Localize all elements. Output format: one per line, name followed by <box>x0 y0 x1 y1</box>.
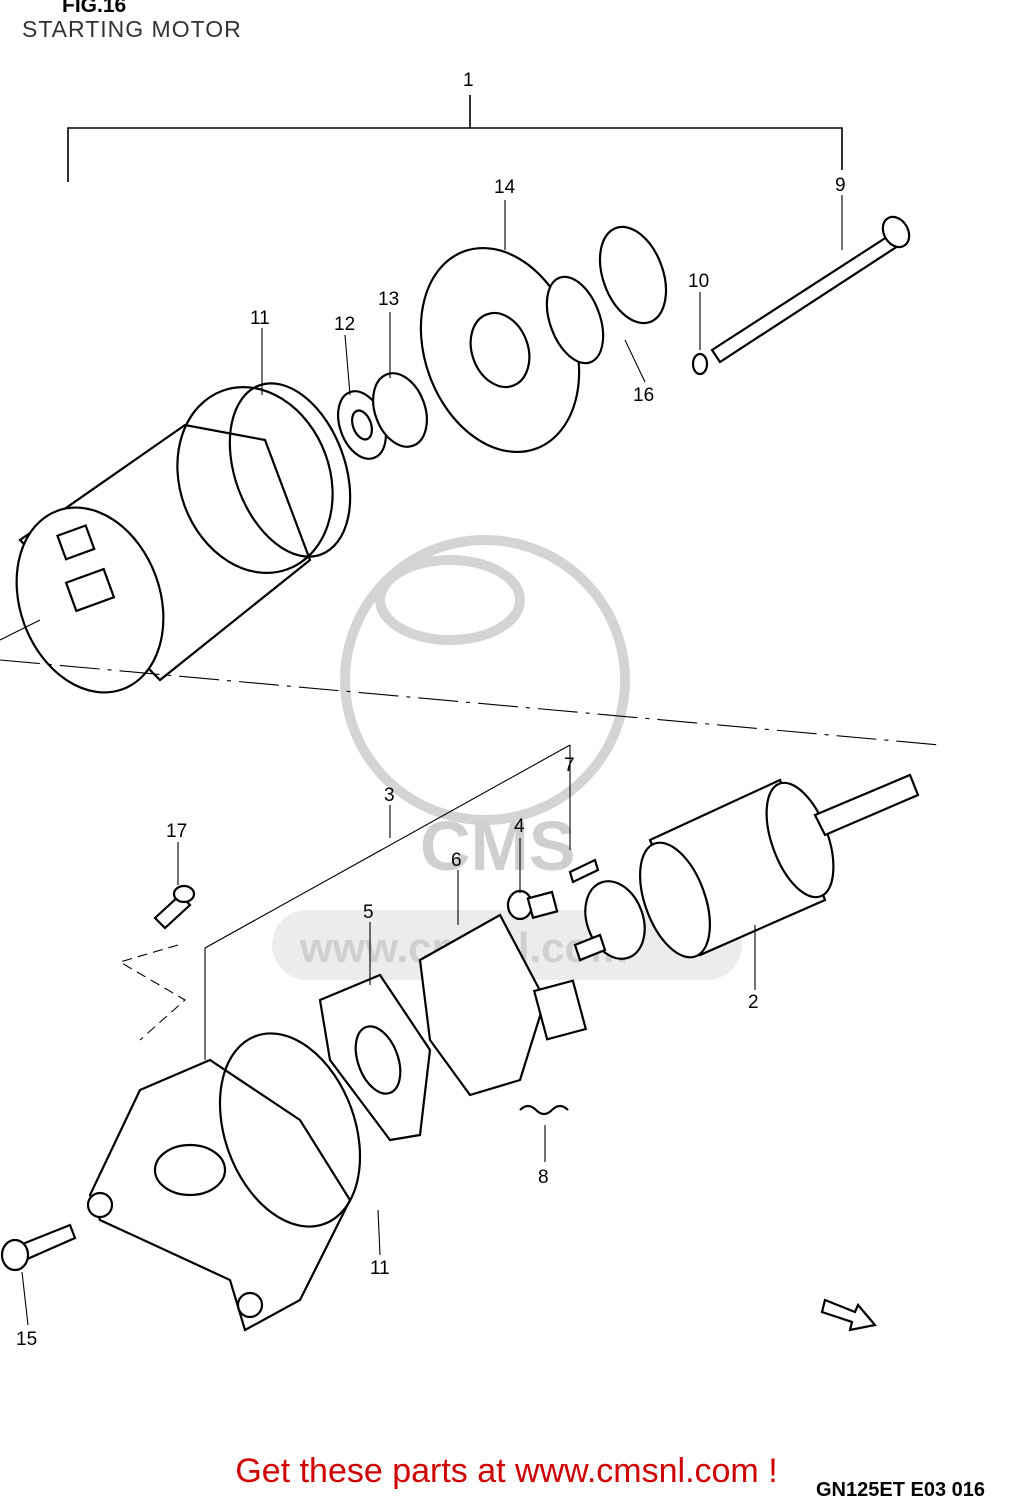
part-bolt-15 <box>0 1223 77 1272</box>
part-washer-10 <box>691 352 709 376</box>
bracket-1 <box>67 95 843 182</box>
callout-8: 8 <box>538 1167 549 1188</box>
bracket-3-line <box>204 744 571 1060</box>
part-end-cover <box>419 246 605 454</box>
watermark-goggle <box>375 555 525 645</box>
callout-16: 16 <box>633 385 654 406</box>
callout-5: 5 <box>363 902 374 923</box>
figure-number: FIG.16 <box>62 0 127 17</box>
reference-code: GN125ET E03 016 <box>816 1479 985 1501</box>
callout-14: 14 <box>494 177 516 198</box>
callout-13: 13 <box>378 289 399 310</box>
callout-3: 3 <box>384 785 395 806</box>
dashed-leader-17 <box>118 944 186 1041</box>
callout-10: 10 <box>688 271 709 292</box>
callout-1: 1 <box>463 70 474 91</box>
callout-6: 6 <box>451 850 462 871</box>
part-brush-4 <box>506 889 559 921</box>
callout-7: 7 <box>564 755 575 776</box>
part-armature <box>573 773 920 962</box>
get-parts-link[interactable]: Get these parts at www.cmsnl.com ! <box>235 1452 778 1490</box>
figure-title: STARTING MOTOR <box>22 16 242 42</box>
callout-15: 15 <box>16 1329 37 1350</box>
part-long-bolt-9 <box>710 215 911 364</box>
leader-lines <box>21 195 843 1326</box>
callout-4: 4 <box>514 816 525 837</box>
part-yoke-housing <box>15 386 334 694</box>
part-end-housing <box>86 1058 352 1332</box>
part-bolt-17 <box>153 884 196 930</box>
part-spring-8 <box>519 1104 569 1116</box>
part-washer-13 <box>372 372 428 448</box>
callout-11-upper: 11 <box>250 308 270 329</box>
part-o-ring-16 <box>598 225 668 325</box>
watermark-logo-text: CMS <box>420 807 576 885</box>
callout-11-lower: 11 <box>370 1258 390 1279</box>
callout-12: 12 <box>334 314 355 335</box>
part-brush-holder <box>418 913 588 1097</box>
callout-17: 17 <box>166 821 187 842</box>
exploded-diagram: CMS www.cmsnl.com <box>0 70 941 1350</box>
callout-9: 9 <box>835 175 846 196</box>
axis-line <box>0 659 941 746</box>
watermark-face-circle <box>340 535 630 825</box>
part-o-ring-lower <box>218 1032 362 1228</box>
axis-stub <box>0 619 41 641</box>
part-plate-5 <box>318 973 432 1142</box>
fwd-arrow-icon <box>820 1298 878 1332</box>
part-o-ring-upper <box>228 382 352 558</box>
callout-2: 2 <box>748 992 759 1013</box>
part-screw-7 <box>568 858 600 884</box>
